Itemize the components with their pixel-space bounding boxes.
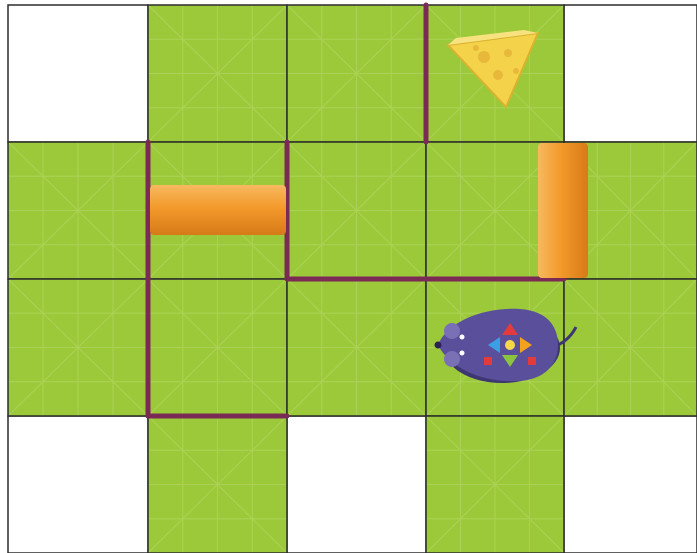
maze-tile[interactable] bbox=[287, 279, 426, 416]
tile-pattern bbox=[148, 279, 287, 416]
tunnel bbox=[150, 185, 286, 235]
tile-pattern bbox=[287, 279, 426, 416]
empty-cell bbox=[8, 5, 148, 142]
tile-pattern bbox=[148, 5, 287, 142]
empty-cell bbox=[564, 5, 697, 142]
cheese-hole bbox=[478, 51, 490, 63]
tile-pattern bbox=[148, 416, 287, 553]
maze-tile[interactable] bbox=[564, 279, 697, 416]
mouse-clear-button[interactable] bbox=[528, 357, 536, 365]
tunnel bbox=[538, 143, 588, 278]
maze-tile[interactable] bbox=[287, 5, 426, 142]
mouse-eye bbox=[460, 335, 465, 340]
maze-tile[interactable] bbox=[287, 142, 426, 279]
empty-cell bbox=[8, 416, 148, 553]
maze-tile[interactable] bbox=[148, 5, 287, 142]
mouse-ear bbox=[444, 351, 460, 367]
cheese-hole bbox=[473, 45, 479, 51]
empty-cell bbox=[564, 416, 697, 553]
cheese-hole bbox=[513, 68, 519, 74]
maze-tile[interactable] bbox=[8, 279, 148, 416]
maze-tile[interactable] bbox=[148, 279, 287, 416]
cheese-hole bbox=[493, 70, 503, 80]
mouse-eye bbox=[460, 351, 465, 356]
tile-pattern bbox=[8, 142, 148, 279]
tile-pattern bbox=[287, 5, 426, 142]
cheese-hole bbox=[504, 49, 512, 57]
tile-pattern bbox=[426, 416, 564, 553]
maze-tile[interactable] bbox=[426, 416, 564, 553]
tile-pattern bbox=[287, 142, 426, 279]
tile-pattern bbox=[8, 279, 148, 416]
mouse-nose bbox=[435, 342, 442, 349]
maze-tile[interactable] bbox=[148, 416, 287, 553]
mouse-go-button[interactable] bbox=[505, 340, 515, 350]
tile-pattern bbox=[564, 279, 697, 416]
mouse-ear bbox=[444, 323, 460, 339]
maze-tile[interactable] bbox=[8, 142, 148, 279]
mouse-clear-button[interactable] bbox=[484, 357, 492, 365]
empty-cell bbox=[287, 416, 426, 553]
